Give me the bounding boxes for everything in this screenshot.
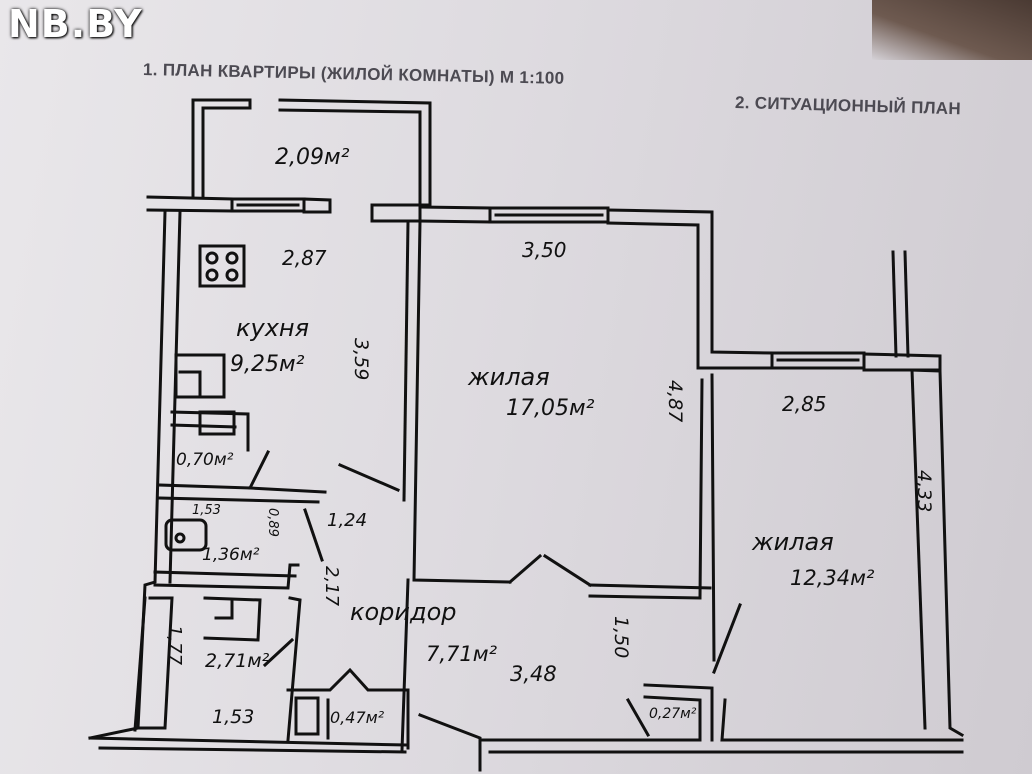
kitchen-sink xyxy=(174,353,226,399)
bathroom-depth: 0,89 xyxy=(265,508,280,537)
exterior-wall-bottom xyxy=(418,713,964,772)
bathroom-walls xyxy=(153,508,324,590)
living2-length: 4,33 xyxy=(913,470,935,513)
wc-fixture xyxy=(198,410,236,436)
bathroom-width: 1,53 xyxy=(192,503,221,518)
corridor-width-3: 1,50 xyxy=(610,616,632,659)
kitchen-name: кухня xyxy=(236,314,310,342)
storage-walls xyxy=(88,596,407,754)
storage-area: 2,71м² xyxy=(205,650,270,672)
corridor-width-2: 2,17 xyxy=(321,566,342,607)
balcony-area: 2,09м² xyxy=(275,145,350,170)
bathroom-area: 1,36м² xyxy=(202,545,260,565)
kitchen-window xyxy=(230,197,306,213)
kitchen-width: 2,87 xyxy=(282,246,327,270)
site-logo: NB.BY xyxy=(8,2,143,46)
kitchen-walls xyxy=(158,220,512,584)
living1-area: 17,05м² xyxy=(506,396,595,421)
bathtub xyxy=(164,518,208,552)
closet-047-area: 0,47м² xyxy=(330,708,385,727)
corridor-area: 7,71м² xyxy=(426,642,498,666)
kitchen-area: 9,25м² xyxy=(230,352,305,377)
living1-walls xyxy=(400,378,712,752)
background-edge xyxy=(872,0,1032,60)
corridor-length: 3,48 xyxy=(510,662,557,686)
living1-name: жилая xyxy=(468,363,550,391)
exterior-wall-top xyxy=(146,195,942,372)
storage-width: 1,53 xyxy=(212,706,255,728)
living2-window xyxy=(770,351,866,370)
living2-name: жилая xyxy=(752,528,834,556)
living2-area: 12,34м² xyxy=(790,566,875,590)
living2-width: 2,85 xyxy=(782,392,827,416)
living1-length: 4,87 xyxy=(664,380,686,423)
corridor-width-1: 1,24 xyxy=(327,510,368,531)
balcony-door xyxy=(370,203,422,223)
balcony-walls xyxy=(191,98,432,207)
living2-walls xyxy=(625,373,964,742)
living1-window xyxy=(488,206,610,224)
closet-047-walls xyxy=(286,667,410,750)
storage-length: 1,77 xyxy=(164,625,185,666)
corridor-name: коридор xyxy=(350,598,457,626)
kitchen-length: 3,59 xyxy=(350,338,372,381)
living1-width: 3,50 xyxy=(522,238,567,262)
stove xyxy=(198,244,246,288)
closet-027-area: 0,27м² xyxy=(649,706,697,722)
exterior-wall-right xyxy=(891,250,965,738)
wc-area: 0,70м² xyxy=(176,450,234,470)
